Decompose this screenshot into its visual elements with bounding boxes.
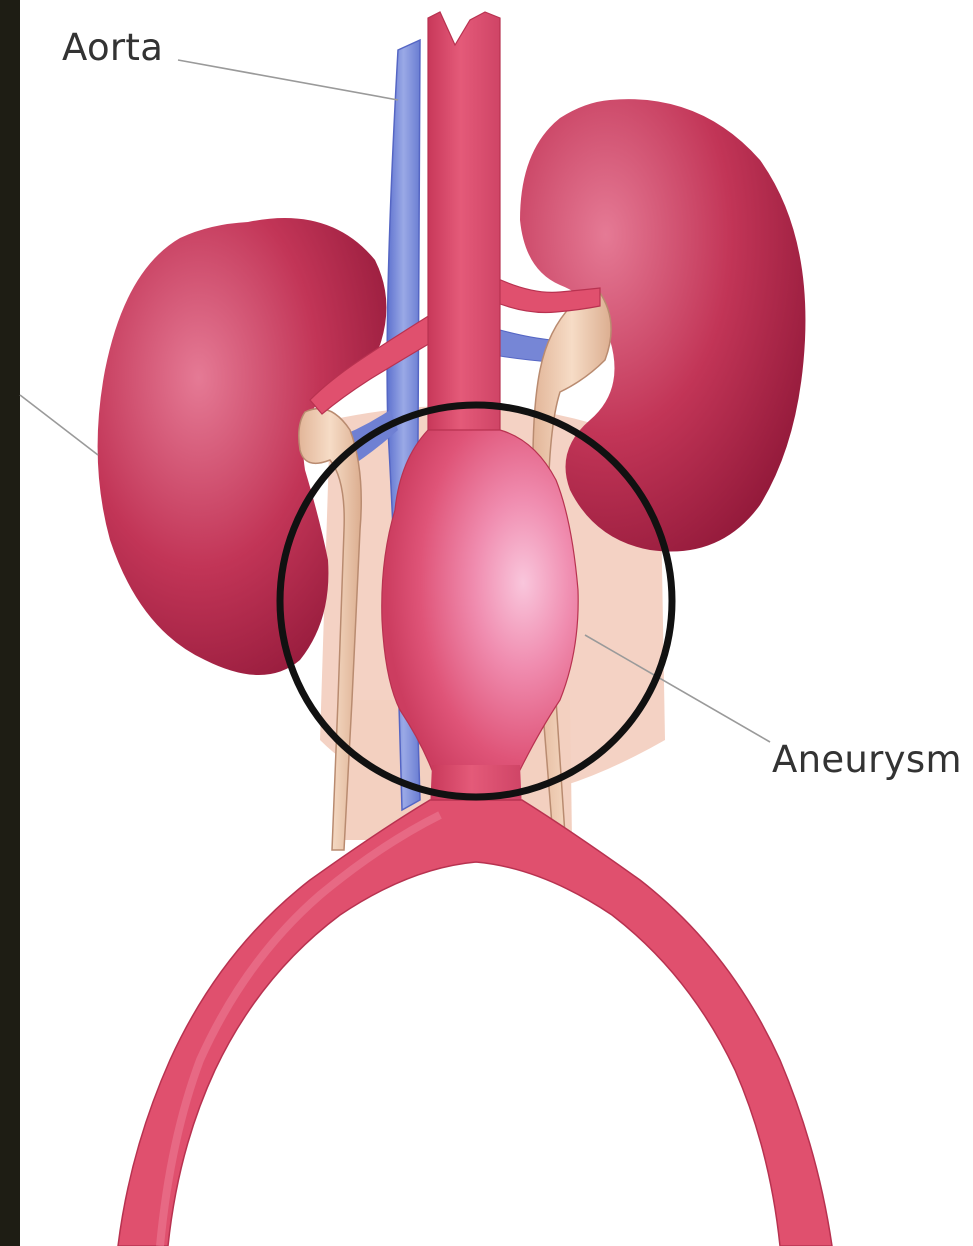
aorta-label: Aorta bbox=[62, 26, 163, 69]
aorta-leader-line bbox=[178, 60, 398, 100]
left-kidney-leader-line bbox=[20, 395, 98, 455]
iliac-arteries bbox=[118, 800, 832, 1246]
aorta-upper bbox=[428, 12, 500, 440]
aneurysm-label: Aneurysm bbox=[772, 738, 962, 781]
